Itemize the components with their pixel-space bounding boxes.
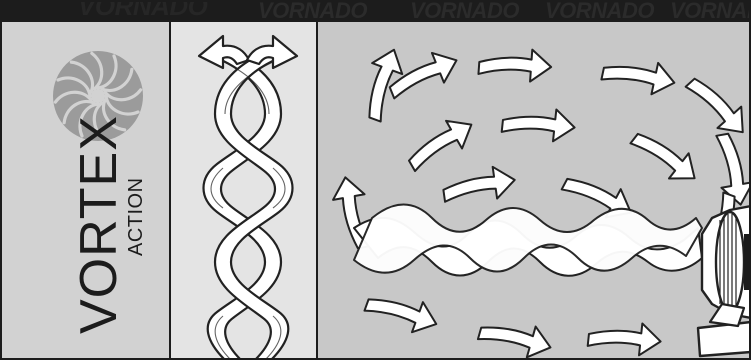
brand-word-action: ACTION	[125, 177, 147, 256]
logo-panel: VORTEX ACTION	[0, 22, 171, 360]
brand-watermark: VORNADO	[78, 0, 207, 22]
brand-watermark: VORNADO	[258, 0, 367, 22]
brand-word-vortex: VORTEX	[70, 115, 128, 334]
brand-watermark: VORNADO	[670, 0, 751, 22]
twist-panel	[171, 22, 318, 360]
brand-wordmark: VORTEX ACTION	[70, 115, 147, 334]
airflow-panel	[318, 22, 751, 360]
circulation-arrows	[330, 44, 751, 360]
brand-watermark-band: VORNADO VORNADO VORNADO VORNADO VORNADO	[0, 0, 751, 22]
brand-watermark: VORNADO	[545, 0, 654, 22]
brand-watermark: VORNADO	[410, 0, 519, 22]
logo-graphic: VORTEX ACTION	[2, 22, 173, 360]
horizontal-airflow-twist	[354, 205, 702, 276]
room-air-circulation-with-fan	[318, 22, 751, 360]
fan-icon	[698, 206, 751, 356]
twisted-airflow-column	[171, 22, 318, 360]
